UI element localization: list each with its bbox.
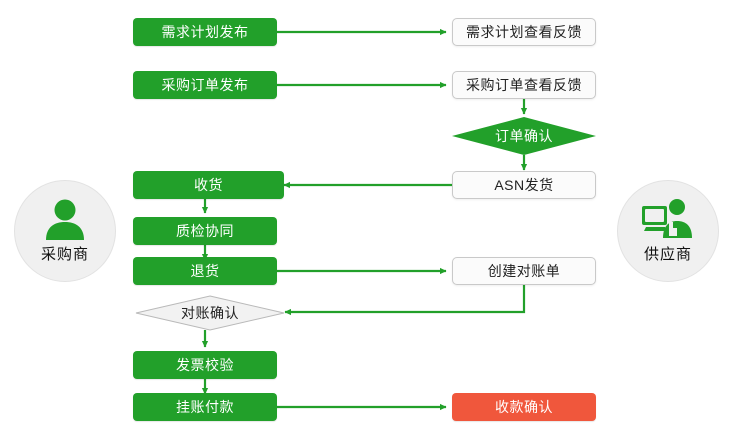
node-reconcile-confirm[interactable]: 对账确认 xyxy=(135,295,285,331)
node-demand-plan-feedback[interactable]: 需求计划查看反馈 xyxy=(452,18,596,46)
node-po-feedback[interactable]: 采购订单查看反馈 xyxy=(452,71,596,99)
node-label: 收款确认 xyxy=(495,399,553,415)
node-label: 采购订单查看反馈 xyxy=(466,77,582,93)
edge-statement-to-reconcile xyxy=(284,285,526,316)
node-receive-goods[interactable]: 收货 xyxy=(133,171,284,199)
actor-buyer-label: 采购商 xyxy=(40,246,89,263)
node-order-confirm[interactable]: 订单确认 xyxy=(452,117,596,155)
node-label: 需求计划查看反馈 xyxy=(466,24,582,40)
person-icon xyxy=(42,198,88,240)
actor-supplier-label: 供应商 xyxy=(643,246,692,263)
node-label: 对账确认 xyxy=(181,305,239,321)
node-label: 收货 xyxy=(194,177,223,193)
node-label: 发票校验 xyxy=(176,357,234,373)
node-label: 订单确认 xyxy=(495,128,553,144)
node-label: 采购订单发布 xyxy=(161,77,249,93)
node-po-publish[interactable]: 采购订单发布 xyxy=(133,71,277,99)
node-create-statement[interactable]: 创建对账单 xyxy=(452,257,596,285)
node-asn-ship[interactable]: ASN发货 xyxy=(452,171,596,199)
node-demand-plan-publish[interactable]: 需求计划发布 xyxy=(133,18,277,46)
actor-buyer[interactable]: 采购商 xyxy=(14,180,116,282)
node-label: 退货 xyxy=(190,263,220,279)
node-qc-collab[interactable]: 质检协同 xyxy=(133,217,277,245)
node-label: ASN发货 xyxy=(494,177,554,193)
node-return-goods[interactable]: 退货 xyxy=(133,257,277,285)
node-label: 需求计划发布 xyxy=(161,24,249,40)
node-label: 质检协同 xyxy=(176,223,234,239)
node-payable-payment[interactable]: 挂账付款 xyxy=(133,393,277,421)
node-receipt-confirm[interactable]: 收款确认 xyxy=(452,393,596,421)
actor-supplier[interactable]: 供应商 xyxy=(617,180,719,282)
person-at-computer-icon xyxy=(641,198,695,240)
node-label: 创建对账单 xyxy=(487,263,561,279)
node-label: 挂账付款 xyxy=(176,399,234,415)
node-invoice-check[interactable]: 发票校验 xyxy=(133,351,277,379)
